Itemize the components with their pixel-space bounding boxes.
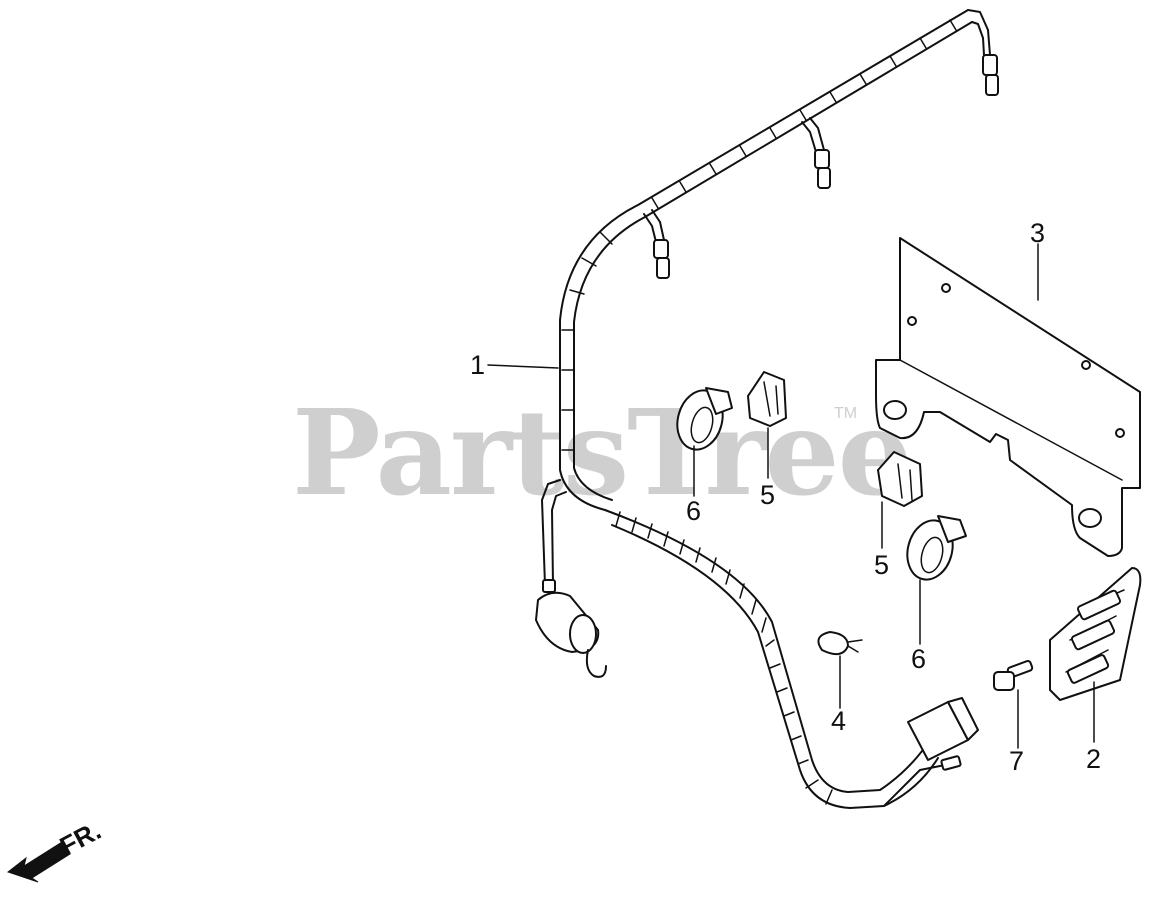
bracket: [1049, 567, 1142, 701]
wire-clip: [817, 631, 863, 656]
band-lower: [906, 515, 967, 581]
callout-1: 1: [470, 350, 485, 380]
callout-2: 2: [1086, 744, 1101, 774]
mounting-plate: [875, 237, 1141, 557]
band-upper: [676, 387, 733, 451]
watermark-trademark: TM: [834, 405, 857, 422]
harness-wrap-hatching: [561, 19, 957, 451]
callout-4: 4: [831, 706, 846, 736]
callout-7: 7: [1009, 746, 1024, 776]
leader-lines: [487, 243, 1095, 749]
callout-6-lower: 6: [911, 644, 926, 674]
flange-bolt: [993, 660, 1034, 691]
front-direction-indicator: FR.: [6, 815, 106, 883]
holder-upper: [747, 371, 787, 427]
callout-5-lower: 5: [874, 550, 889, 580]
wire-harness: [535, 9, 999, 809]
holder-lower: [877, 451, 923, 507]
harness-coil-tube: [604, 509, 851, 809]
callout-5-upper: 5: [760, 480, 775, 510]
callout-3: 3: [1030, 218, 1045, 248]
callout-6-upper: 6: [686, 496, 701, 526]
watermark-text: PartsTree: [292, 383, 911, 522]
front-arrow-icon: [6, 841, 71, 883]
